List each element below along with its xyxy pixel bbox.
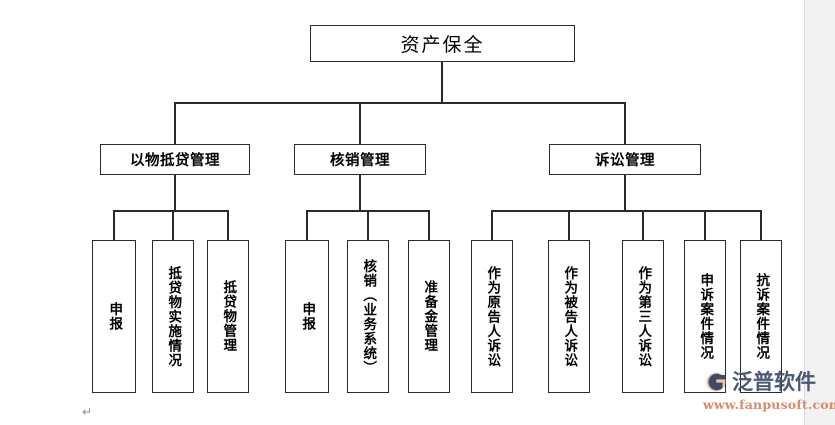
node-leaf-label: 作为被告人诉讼	[561, 265, 578, 368]
connector-drop-l2-1	[359, 102, 361, 144]
node-leaf-reserve-fund-management[interactable]: 准备金管理	[408, 240, 450, 393]
connector-root-stem	[441, 62, 443, 103]
connector-stem-g1	[174, 175, 176, 210]
connector-level2-bus	[174, 102, 624, 104]
connector-stem-g3	[624, 175, 626, 210]
node-leaf-application-g2[interactable]: 申报	[285, 240, 329, 393]
node-leaf-label: 抵贷物实施情况	[165, 265, 182, 368]
node-leaf-as-third-party-litigation[interactable]: 作为第三人诉讼	[622, 240, 664, 393]
paragraph-mark: ↵	[82, 405, 93, 419]
node-leaf-label: 申报	[299, 302, 316, 331]
connector-drop-g2-1	[367, 210, 369, 240]
connector-bus-g3	[491, 210, 761, 212]
connector-drop-l2-0	[174, 102, 176, 144]
node-leaf-label: 申报	[106, 302, 123, 331]
connector-drop-g2-0	[306, 210, 308, 240]
node-root-label: 资产保全	[400, 34, 485, 56]
node-leaf-label: 抵贷物管理	[220, 280, 237, 353]
connector-drop-g3-3	[704, 210, 706, 240]
node-leaf-label: 申诉案件情况	[697, 273, 714, 360]
connector-drop-g1-0	[113, 210, 115, 240]
connector-drop-g2-2	[428, 210, 430, 240]
node-l2-0-label: 以物抵贷管理	[130, 153, 220, 169]
connector-drop-g1-2	[227, 210, 229, 240]
node-root-asset-preservation[interactable]: 资产保全	[310, 25, 575, 62]
node-l2-litigation-management[interactable]: 诉讼管理	[549, 144, 701, 175]
node-leaf-writeoff-business-system[interactable]: 核销（业务系统）	[347, 240, 389, 393]
node-l2-2-label: 诉讼管理	[595, 153, 655, 169]
node-leaf-as-defendant-litigation[interactable]: 作为被告人诉讼	[548, 240, 590, 393]
connector-stem-g2	[359, 175, 361, 210]
node-leaf-label: 核销（业务系统）	[360, 258, 377, 375]
node-leaf-label: 作为原告人诉讼	[484, 265, 501, 368]
node-leaf-label: 抗诉案件情况	[753, 273, 770, 360]
node-leaf-label: 作为第三人诉讼	[635, 265, 652, 368]
node-leaf-collateral-implementation-status[interactable]: 抵贷物实施情况	[152, 240, 194, 393]
node-leaf-collateral-management[interactable]: 抵贷物管理	[207, 240, 249, 393]
node-leaf-application-g1[interactable]: 申报	[92, 240, 136, 393]
connector-drop-g1-1	[172, 210, 174, 240]
node-leaf-as-plaintiff-litigation[interactable]: 作为原告人诉讼	[471, 240, 513, 393]
node-leaf-protest-case-status[interactable]: 抗诉案件情况	[740, 240, 782, 393]
node-leaf-appeal-case-status[interactable]: 申诉案件情况	[684, 240, 726, 393]
page-right-margin	[804, 0, 835, 425]
connector-bus-g1	[113, 210, 228, 212]
node-l2-writeoff-management[interactable]: 核销管理	[294, 144, 426, 175]
connector-drop-g3-0	[491, 210, 493, 240]
connector-drop-g3-2	[642, 210, 644, 240]
org-chart-diagram: 资产保全 以物抵贷管理 核销管理 诉讼管理	[92, 25, 782, 393]
node-l2-collateral-loan-management[interactable]: 以物抵贷管理	[100, 144, 250, 175]
node-l2-1-label: 核销管理	[330, 153, 390, 169]
node-leaf-label: 准备金管理	[421, 280, 438, 353]
connector-drop-g3-4	[760, 210, 762, 240]
connector-drop-l2-2	[624, 102, 626, 144]
connector-drop-g3-1	[568, 210, 570, 240]
